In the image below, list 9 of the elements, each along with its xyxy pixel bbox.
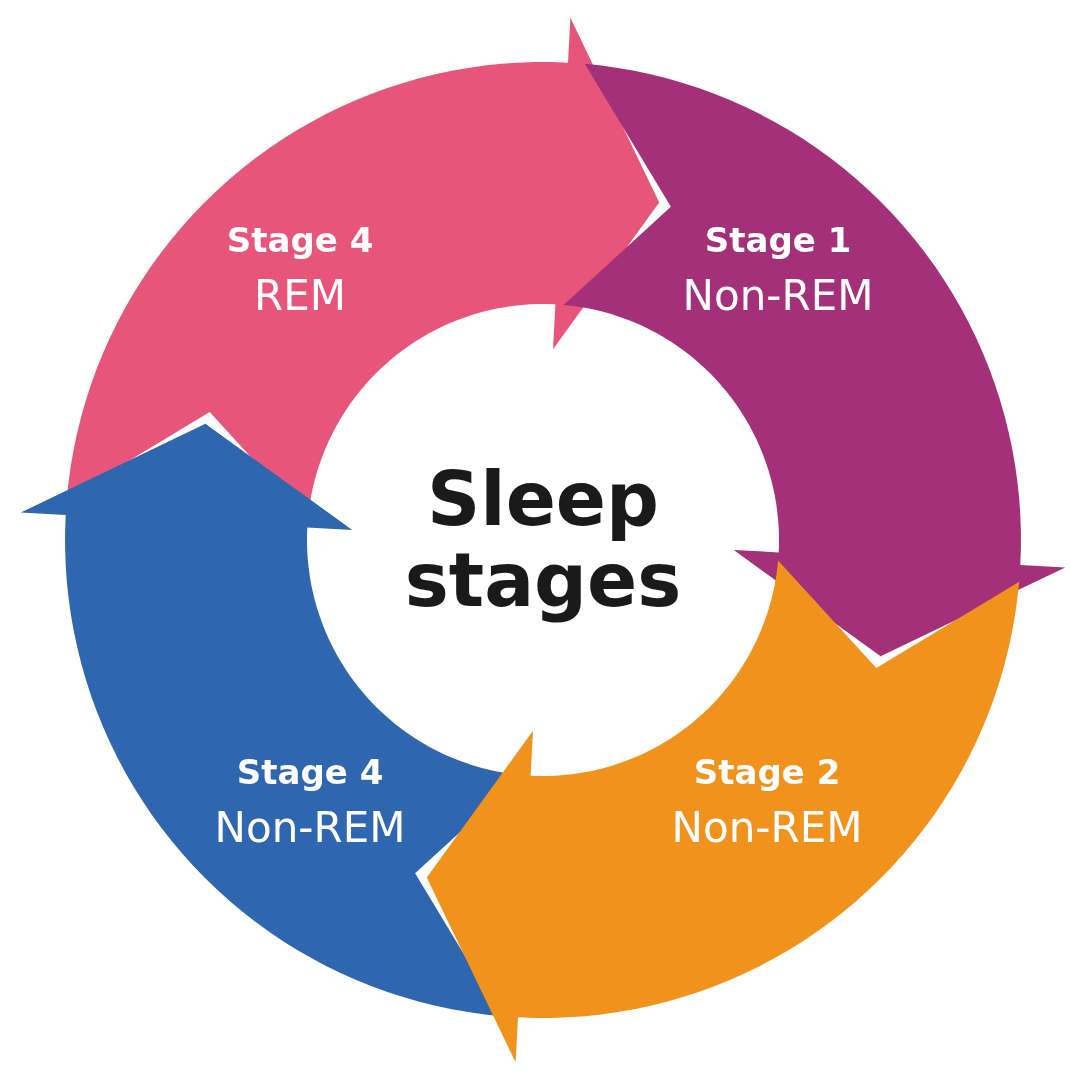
stage-type: REM bbox=[254, 275, 346, 317]
stage-type: Non-REM bbox=[671, 807, 863, 849]
stage-number: Stage 2 bbox=[693, 755, 841, 789]
stage-type: Non-REM bbox=[214, 807, 406, 849]
stage-number: Stage 4 bbox=[236, 755, 384, 789]
stage-number: Stage 1 bbox=[704, 223, 852, 257]
title: Sleep stages bbox=[403, 458, 683, 622]
stage-number: Stage 4 bbox=[226, 223, 374, 257]
stage-type: Non-REM bbox=[682, 275, 874, 317]
